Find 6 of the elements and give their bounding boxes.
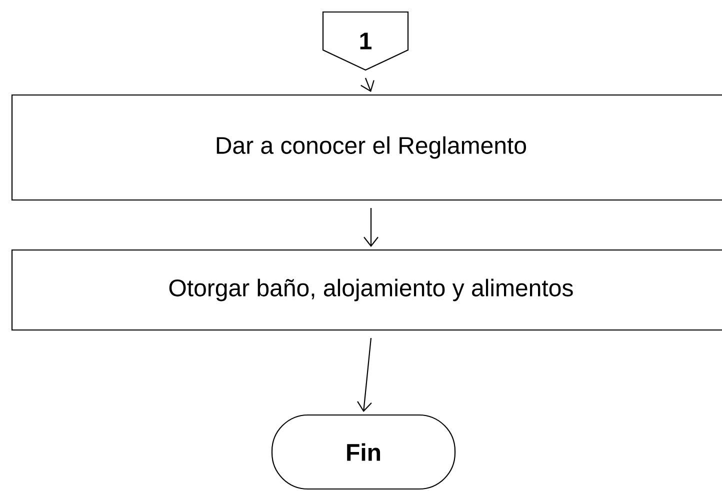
arrow xyxy=(364,208,378,247)
process-box: Otorgar baño, alojamiento y alimentos xyxy=(11,249,722,331)
arrow xyxy=(357,338,372,412)
process-box: Dar a conocer el Reglamento xyxy=(11,94,722,201)
arrow xyxy=(360,78,374,92)
offpage-connector: 1 xyxy=(322,11,409,71)
